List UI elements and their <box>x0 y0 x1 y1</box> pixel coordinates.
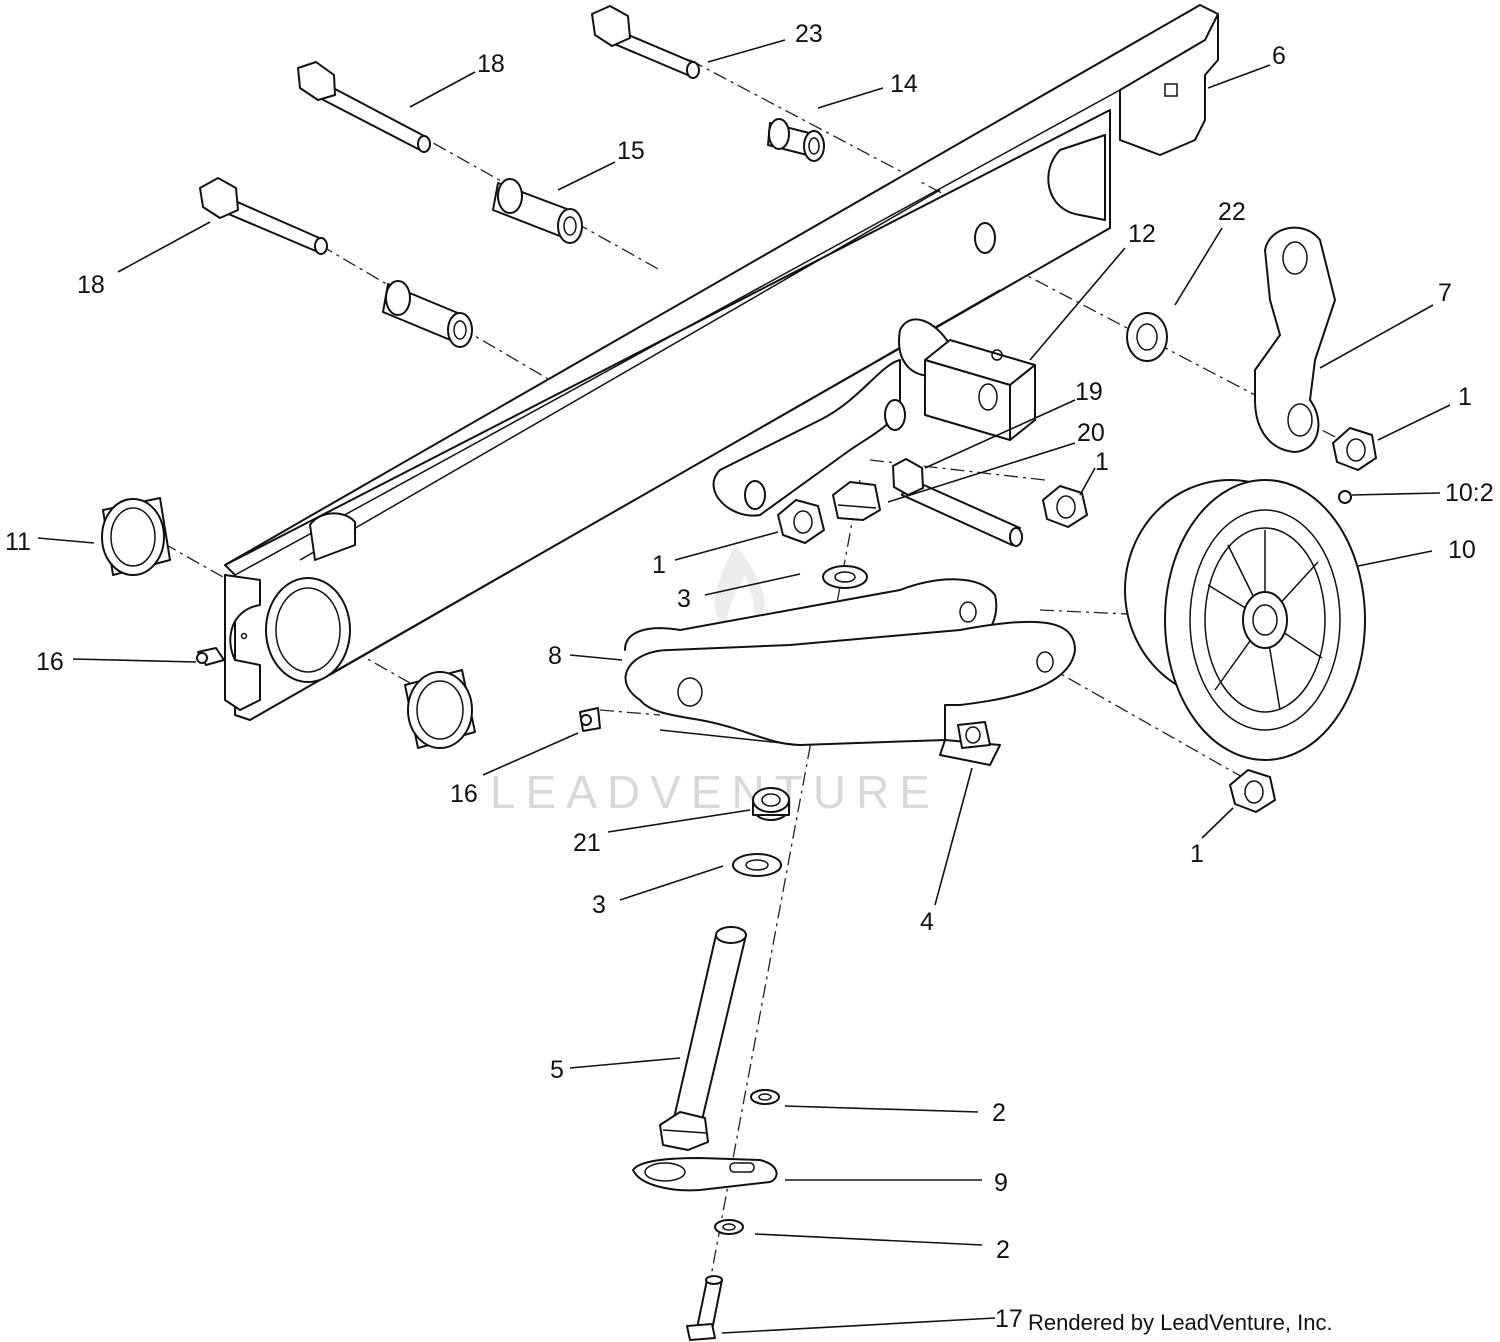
callout-labels: 1 1 1 1 2 2 3 3 4 5 6 7 8 9 10 10:2 11 1… <box>5 20 1494 1333</box>
caster-pivot-bolt <box>659 926 747 1151</box>
callout-1-upper-right: 1 <box>1458 383 1472 411</box>
bushing-left <box>101 497 171 576</box>
bracket-7 <box>1254 226 1336 453</box>
callout-3-lower: 3 <box>592 891 606 919</box>
callout-2-upper: 2 <box>992 1099 1006 1127</box>
grease-fitting-upper <box>196 647 225 666</box>
callout-12: 12 <box>1128 220 1156 248</box>
bushing-right <box>404 669 476 749</box>
pivot-bore <box>265 577 351 683</box>
callout-16-lower: 16 <box>450 780 478 808</box>
frame-hole-lower <box>884 399 906 431</box>
bolt-upper-left <box>297 61 431 153</box>
bolt-top <box>591 5 700 79</box>
leader-lines <box>37 39 1451 1334</box>
caster-arm <box>624 578 1076 746</box>
callout-2-lower: 2 <box>996 1236 1010 1264</box>
spacer-14 <box>767 118 825 162</box>
callout-4: 4 <box>920 908 934 936</box>
nut-center <box>1042 485 1088 528</box>
callout-18-lower: 18 <box>77 271 105 299</box>
callout-3-upper: 3 <box>677 585 691 613</box>
bushing-21 <box>752 787 790 821</box>
callout-18-upper: 18 <box>477 50 505 78</box>
watermark-text: LEADVENTURE <box>490 766 940 818</box>
bolt-19 <box>892 458 1023 547</box>
nut-lower-right <box>1229 769 1276 813</box>
caster-wheel <box>1124 479 1366 761</box>
spacer-15 <box>492 178 583 244</box>
bolt-17 <box>686 1275 723 1341</box>
frame-hole-upper <box>974 222 996 254</box>
lock-plate <box>632 1157 778 1192</box>
square-slot <box>1164 83 1178 97</box>
bolt-left <box>199 177 328 255</box>
nut-right-upper <box>1332 427 1377 471</box>
callout-10: 10 <box>1448 536 1476 564</box>
washer-2-upper <box>750 1089 780 1105</box>
washer-3-lower <box>732 853 782 877</box>
callout-23: 23 <box>795 20 823 48</box>
callout-8: 8 <box>548 642 562 670</box>
callout-21: 21 <box>573 829 601 857</box>
callout-10-2: 10:2 <box>1445 479 1494 507</box>
clip-nut <box>939 721 1001 766</box>
callout-1-lower-right: 1 <box>1190 840 1204 868</box>
callout-15: 15 <box>617 137 645 165</box>
callout-7: 7 <box>1438 279 1452 307</box>
grease-fitting-lower <box>579 707 601 732</box>
callout-14: 14 <box>890 70 918 98</box>
callout-20: 20 <box>1077 419 1105 447</box>
washer-2-lower <box>714 1219 744 1235</box>
lock-nut-top <box>832 481 881 521</box>
render-credit: Rendered by LeadVenture, Inc. <box>1028 1310 1333 1335</box>
callout-6: 6 <box>1272 42 1286 70</box>
callout-11: 11 <box>5 528 31 556</box>
callout-1-left: 1 <box>652 551 666 579</box>
washer-3-upper <box>822 565 868 589</box>
frame-hole-mount <box>744 480 766 510</box>
arm-hole-right <box>1036 651 1054 673</box>
callout-1-center: 1 <box>1095 448 1109 476</box>
callout-5: 5 <box>550 1056 564 1084</box>
spacer-lower <box>382 280 473 348</box>
washer-22 <box>1126 312 1168 362</box>
callout-22: 22 <box>1218 198 1246 226</box>
arm-hole-top <box>959 601 977 623</box>
callout-9: 9 <box>994 1169 1008 1197</box>
arm-hole-left <box>677 677 703 707</box>
nut-left <box>777 499 825 544</box>
frame-rail <box>224 4 1219 721</box>
callout-17: 17 <box>995 1305 1023 1333</box>
callout-19: 19 <box>1075 378 1103 406</box>
callout-16-upper: 16 <box>36 648 64 676</box>
